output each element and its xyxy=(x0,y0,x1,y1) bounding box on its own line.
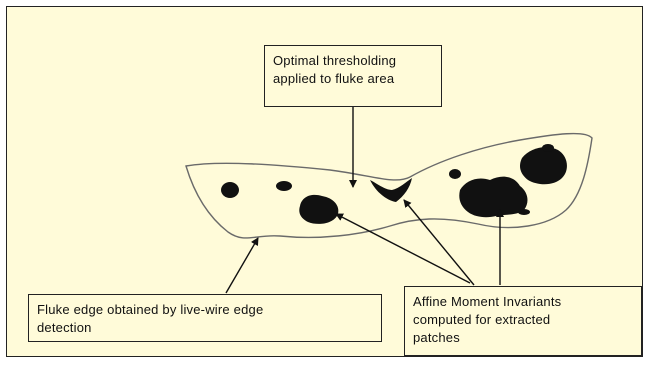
callout-moment-invariants: Affine Moment Invariants computed for ex… xyxy=(404,286,642,356)
callout-fluke-edge-line-1: Fluke edge obtained by live-wire edge xyxy=(37,301,373,319)
patch xyxy=(542,144,554,152)
patch xyxy=(518,209,530,215)
patch xyxy=(221,182,239,198)
callout-moment-invariants-line-1: Affine Moment Invariants xyxy=(413,293,633,311)
fluke-outline xyxy=(186,134,592,238)
patch xyxy=(276,181,292,191)
extracted-patches xyxy=(221,144,567,224)
patch xyxy=(299,195,338,224)
callout-thresholding-line-2: applied to fluke area xyxy=(273,70,433,88)
arrow-to-fluke-edge xyxy=(226,238,258,293)
callout-thresholding-line-1: Optimal thresholding xyxy=(273,52,433,70)
arrow-to-patch-middle xyxy=(404,200,474,285)
patch xyxy=(459,177,527,218)
callout-moment-invariants-line-2: computed for extracted xyxy=(413,311,633,329)
patch xyxy=(520,147,567,184)
callout-thresholding: Optimal thresholding applied to fluke ar… xyxy=(264,45,442,107)
callout-fluke-edge: Fluke edge obtained by live-wire edge de… xyxy=(28,294,382,342)
patch xyxy=(370,178,412,202)
callout-fluke-edge-line-2: detection xyxy=(37,319,373,337)
callout-moment-invariants-line-3: patches xyxy=(413,329,633,347)
arrow-to-patch-left xyxy=(336,214,470,283)
patch xyxy=(449,169,461,179)
